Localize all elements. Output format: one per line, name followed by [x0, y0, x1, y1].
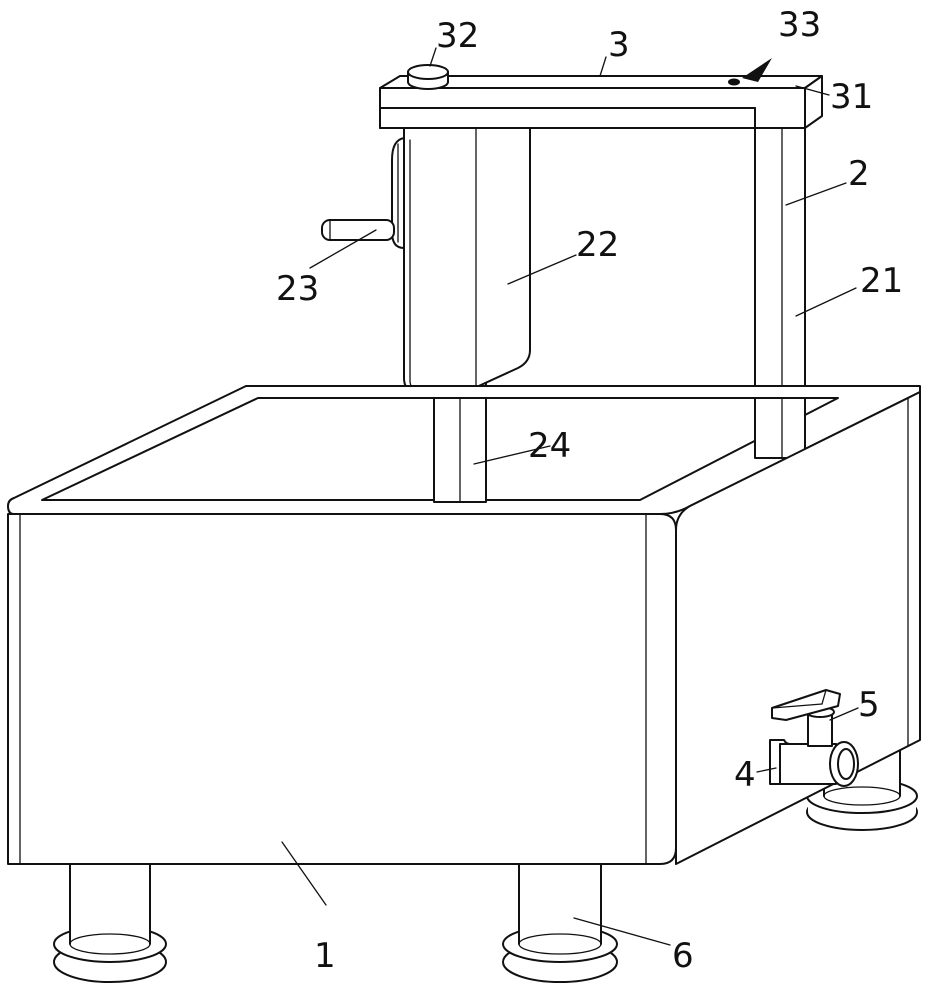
leg-front-left [53, 849, 167, 983]
label-23: 23 [276, 269, 319, 309]
label-32: 32 [436, 16, 479, 56]
drain-pipe [769, 739, 859, 787]
indicator-hole [728, 58, 772, 86]
button-knob [407, 64, 449, 90]
leg-front-right [502, 849, 618, 983]
label-24: 24 [528, 426, 571, 466]
label-3: 3 [608, 25, 630, 65]
label-6: 6 [672, 936, 694, 976]
leader-lines [281, 47, 859, 946]
motor-housing [403, 127, 531, 393]
label-22: 22 [576, 225, 619, 265]
label-33: 33 [778, 5, 821, 45]
reference-labels: 1 2 21 22 23 24 3 31 32 33 4 5 6 [276, 5, 903, 976]
label-4: 4 [734, 755, 756, 795]
side-bracket [321, 137, 405, 249]
label-2: 2 [848, 154, 870, 194]
label-5: 5 [858, 685, 880, 725]
top-arm [379, 75, 823, 459]
tank-body [7, 385, 921, 865]
label-1: 1 [314, 936, 336, 976]
drain-valve [771, 689, 841, 747]
label-21: 21 [860, 261, 903, 301]
label-31: 31 [830, 77, 873, 117]
